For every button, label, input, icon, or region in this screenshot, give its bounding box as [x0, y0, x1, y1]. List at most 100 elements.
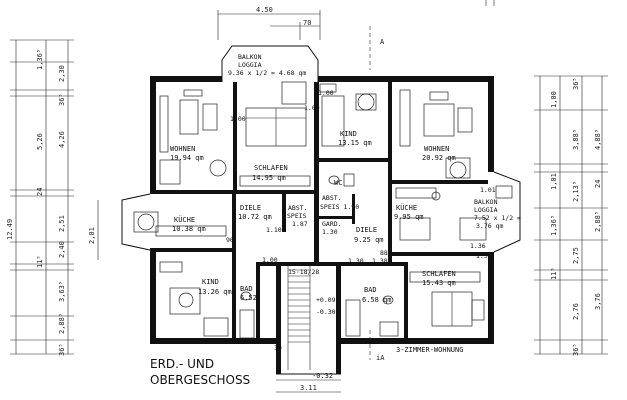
svg-text:WOHNEN: WOHNEN — [424, 145, 449, 153]
svg-text:WOHNEN: WOHNEN — [170, 145, 195, 153]
dim-left-10: 36⁵ — [58, 343, 66, 356]
dim-right-6: 2,75 — [572, 247, 580, 264]
right-dimensions: 1,00 36⁵ 3,88⁵ 4,88⁵ 1,01 2,13⁵ 24 1,36⁵… — [534, 75, 608, 356]
dim-left-1: 1,36⁵ — [36, 49, 44, 70]
svg-text:1.10: 1.10 — [266, 226, 282, 234]
svg-text:13.15 qm: 13.15 qm — [338, 139, 372, 147]
svg-text:10.72 qm: 10.72 qm — [238, 213, 272, 221]
dim-right-inner-4: 1,36⁵ — [550, 215, 558, 236]
dim-right-inner-3: 24 — [594, 180, 602, 188]
left-dimensions: 12.49 1,36⁵ 2,30 36⁵ 5,26 4,26 24 2,51 2… — [6, 39, 99, 356]
room-kind-left: KIND 13.26 qm — [198, 278, 232, 296]
dim-right-inner-5: 11⁵ — [550, 267, 558, 280]
svg-text:9.95 qm: 9.95 qm — [394, 213, 424, 221]
svg-text:6.58 qm: 6.58 qm — [362, 296, 392, 304]
svg-text:WC: WC — [334, 179, 342, 187]
svg-text:SPEIS: SPEIS — [287, 212, 307, 220]
dim-left-8: 3,63⁵ — [58, 281, 66, 302]
svg-text:SCHLAFEN: SCHLAFEN — [254, 164, 288, 172]
svg-text:14.95 qm: 14.95 qm — [252, 174, 286, 182]
dim-bottom-1: 3.11 — [300, 384, 317, 392]
dim-left-5: 24 — [36, 188, 44, 196]
section-marker-bottom: iA — [376, 354, 385, 362]
dim-left-total: 12.49 — [6, 219, 14, 240]
svg-text:GARD.: GARD. — [322, 220, 342, 228]
dim-left-9: 2,88⁵ — [58, 313, 66, 334]
svg-text:9.25 qm: 9.25 qm — [354, 236, 384, 244]
svg-text:SCHLAFEN: SCHLAFEN — [422, 270, 456, 278]
svg-text:10.38 qm: 10.38 qm — [172, 225, 206, 233]
svg-text:BAD: BAD — [240, 285, 253, 293]
svg-text:1.36: 1.36 — [470, 242, 486, 250]
room-wohnen-right: WOHNEN 20.92 qm — [422, 145, 456, 162]
room-abst-right: ABST. SPEIS 1.90 — [320, 194, 359, 211]
dim-right-inner-1: 36⁵ — [572, 77, 580, 90]
furniture-right — [319, 83, 513, 360]
dim-right-5: 2,88⁵ — [594, 211, 602, 232]
room-kueche-left: KÜCHE 10.38 qm — [172, 215, 206, 233]
svg-text:90: 90 — [226, 236, 234, 244]
dim-left-3: 36⁵ — [58, 93, 66, 106]
dim-left-6: 2,51 — [58, 215, 66, 232]
dim-top-main: 4.50 — [256, 6, 273, 14]
dim-right-2: 3,88⁵ — [572, 129, 580, 150]
svg-text:9.36 x 1/2 = 4.68 qm: 9.36 x 1/2 = 4.68 qm — [228, 69, 306, 77]
room-balkon-left: BALKON LOGGIA 9.36 x 1/2 = 4.68 qm — [228, 53, 306, 77]
dim-left-inner-2: 2,40 — [58, 241, 66, 258]
room-schlafen-right: SCHLAFEN 15.43 qm — [422, 270, 456, 287]
dim-right-8: 2,76 — [572, 303, 580, 320]
svg-text:15.43 qm: 15.43 qm — [422, 279, 456, 287]
svg-text:1.00: 1.00 — [262, 256, 278, 264]
stair-level-a: +0.09 — [316, 296, 336, 304]
exterior-walls — [121, 45, 521, 375]
dim-left-inner-1: 4,26 — [58, 131, 66, 148]
room-gard: GARD. 1.30 — [322, 220, 342, 236]
svg-text:BALKON: BALKON — [474, 198, 498, 206]
svg-text:KÜCHE: KÜCHE — [396, 203, 417, 212]
dim-left-7: 11⁵ — [36, 255, 44, 268]
svg-text:19.94 qm: 19.94 qm — [170, 154, 204, 162]
room-labels: BALKON LOGGIA 9.36 x 1/2 = 4.68 qm WOHNE… — [170, 53, 521, 304]
dim-top-sub: 70 — [303, 19, 311, 27]
svg-text:7.52 x 1/2 =: 7.52 x 1/2 = — [474, 214, 521, 222]
svg-text:LOGGIA: LOGGIA — [238, 61, 262, 69]
svg-text:ABST.: ABST. — [288, 204, 308, 212]
svg-text:20.92 qm: 20.92 qm — [422, 154, 456, 162]
room-abst-left: ABST. SPEIS 1.87 — [287, 204, 308, 228]
dim-right-inner-2: 4,88⁵ — [594, 129, 602, 150]
svg-text:BALKON: BALKON — [238, 53, 262, 61]
room-wohnen-left: WOHNEN 19.94 qm — [170, 145, 204, 162]
floor-title-line2: OBERGESCHOSS — [150, 373, 250, 387]
room-bad-left: BAD 6.52 — [240, 285, 257, 302]
bottom-area: ERD.- UND OBERGESCHOSS 3-ZIMMER-WOHNUNG … — [150, 346, 463, 393]
svg-text:DIELE: DIELE — [240, 204, 261, 212]
room-diele-right: DIELE 9.25 qm — [354, 226, 384, 244]
svg-text:1.01: 1.01 — [480, 186, 496, 194]
svg-text:LOGGIA: LOGGIA — [474, 206, 498, 214]
dim-bottom-2: -0.32 — [312, 372, 333, 380]
room-balkon-right: BALKON LOGGIA 7.52 x 1/2 = 3.76 qm — [474, 198, 521, 230]
room-schlafen-left: SCHLAFEN 14.95 qm — [252, 164, 288, 182]
svg-text:1.38: 1.38 — [372, 257, 388, 265]
dim-left-window: 2,01 — [88, 227, 96, 244]
dim-left-4: 5,26 — [36, 133, 44, 150]
svg-text:SPEIS 1.90: SPEIS 1.90 — [320, 203, 359, 211]
svg-text:30: 30 — [274, 344, 282, 352]
dim-right-9: 36⁵ — [572, 343, 580, 356]
dim-right-1: 1,00 — [550, 91, 558, 108]
svg-text:88⁵: 88⁵ — [380, 249, 392, 257]
section-marker-top: A — [380, 38, 385, 46]
svg-text:KIND: KIND — [202, 278, 219, 286]
svg-text:3.76 qm: 3.76 qm — [476, 222, 503, 230]
svg-text:1.30: 1.30 — [348, 257, 364, 265]
room-diele-left: DIELE 10.72 qm — [238, 204, 272, 221]
svg-text:KIND: KIND — [340, 130, 357, 138]
svg-text:KÜCHE: KÜCHE — [174, 215, 195, 224]
svg-text:1.87: 1.87 — [292, 220, 308, 228]
svg-text:1.00: 1.00 — [318, 89, 334, 97]
dim-right-7: 3,76 — [594, 293, 602, 310]
svg-text:BAD: BAD — [364, 286, 377, 294]
svg-text:1.30: 1.30 — [322, 228, 338, 236]
furniture-left — [133, 81, 311, 370]
